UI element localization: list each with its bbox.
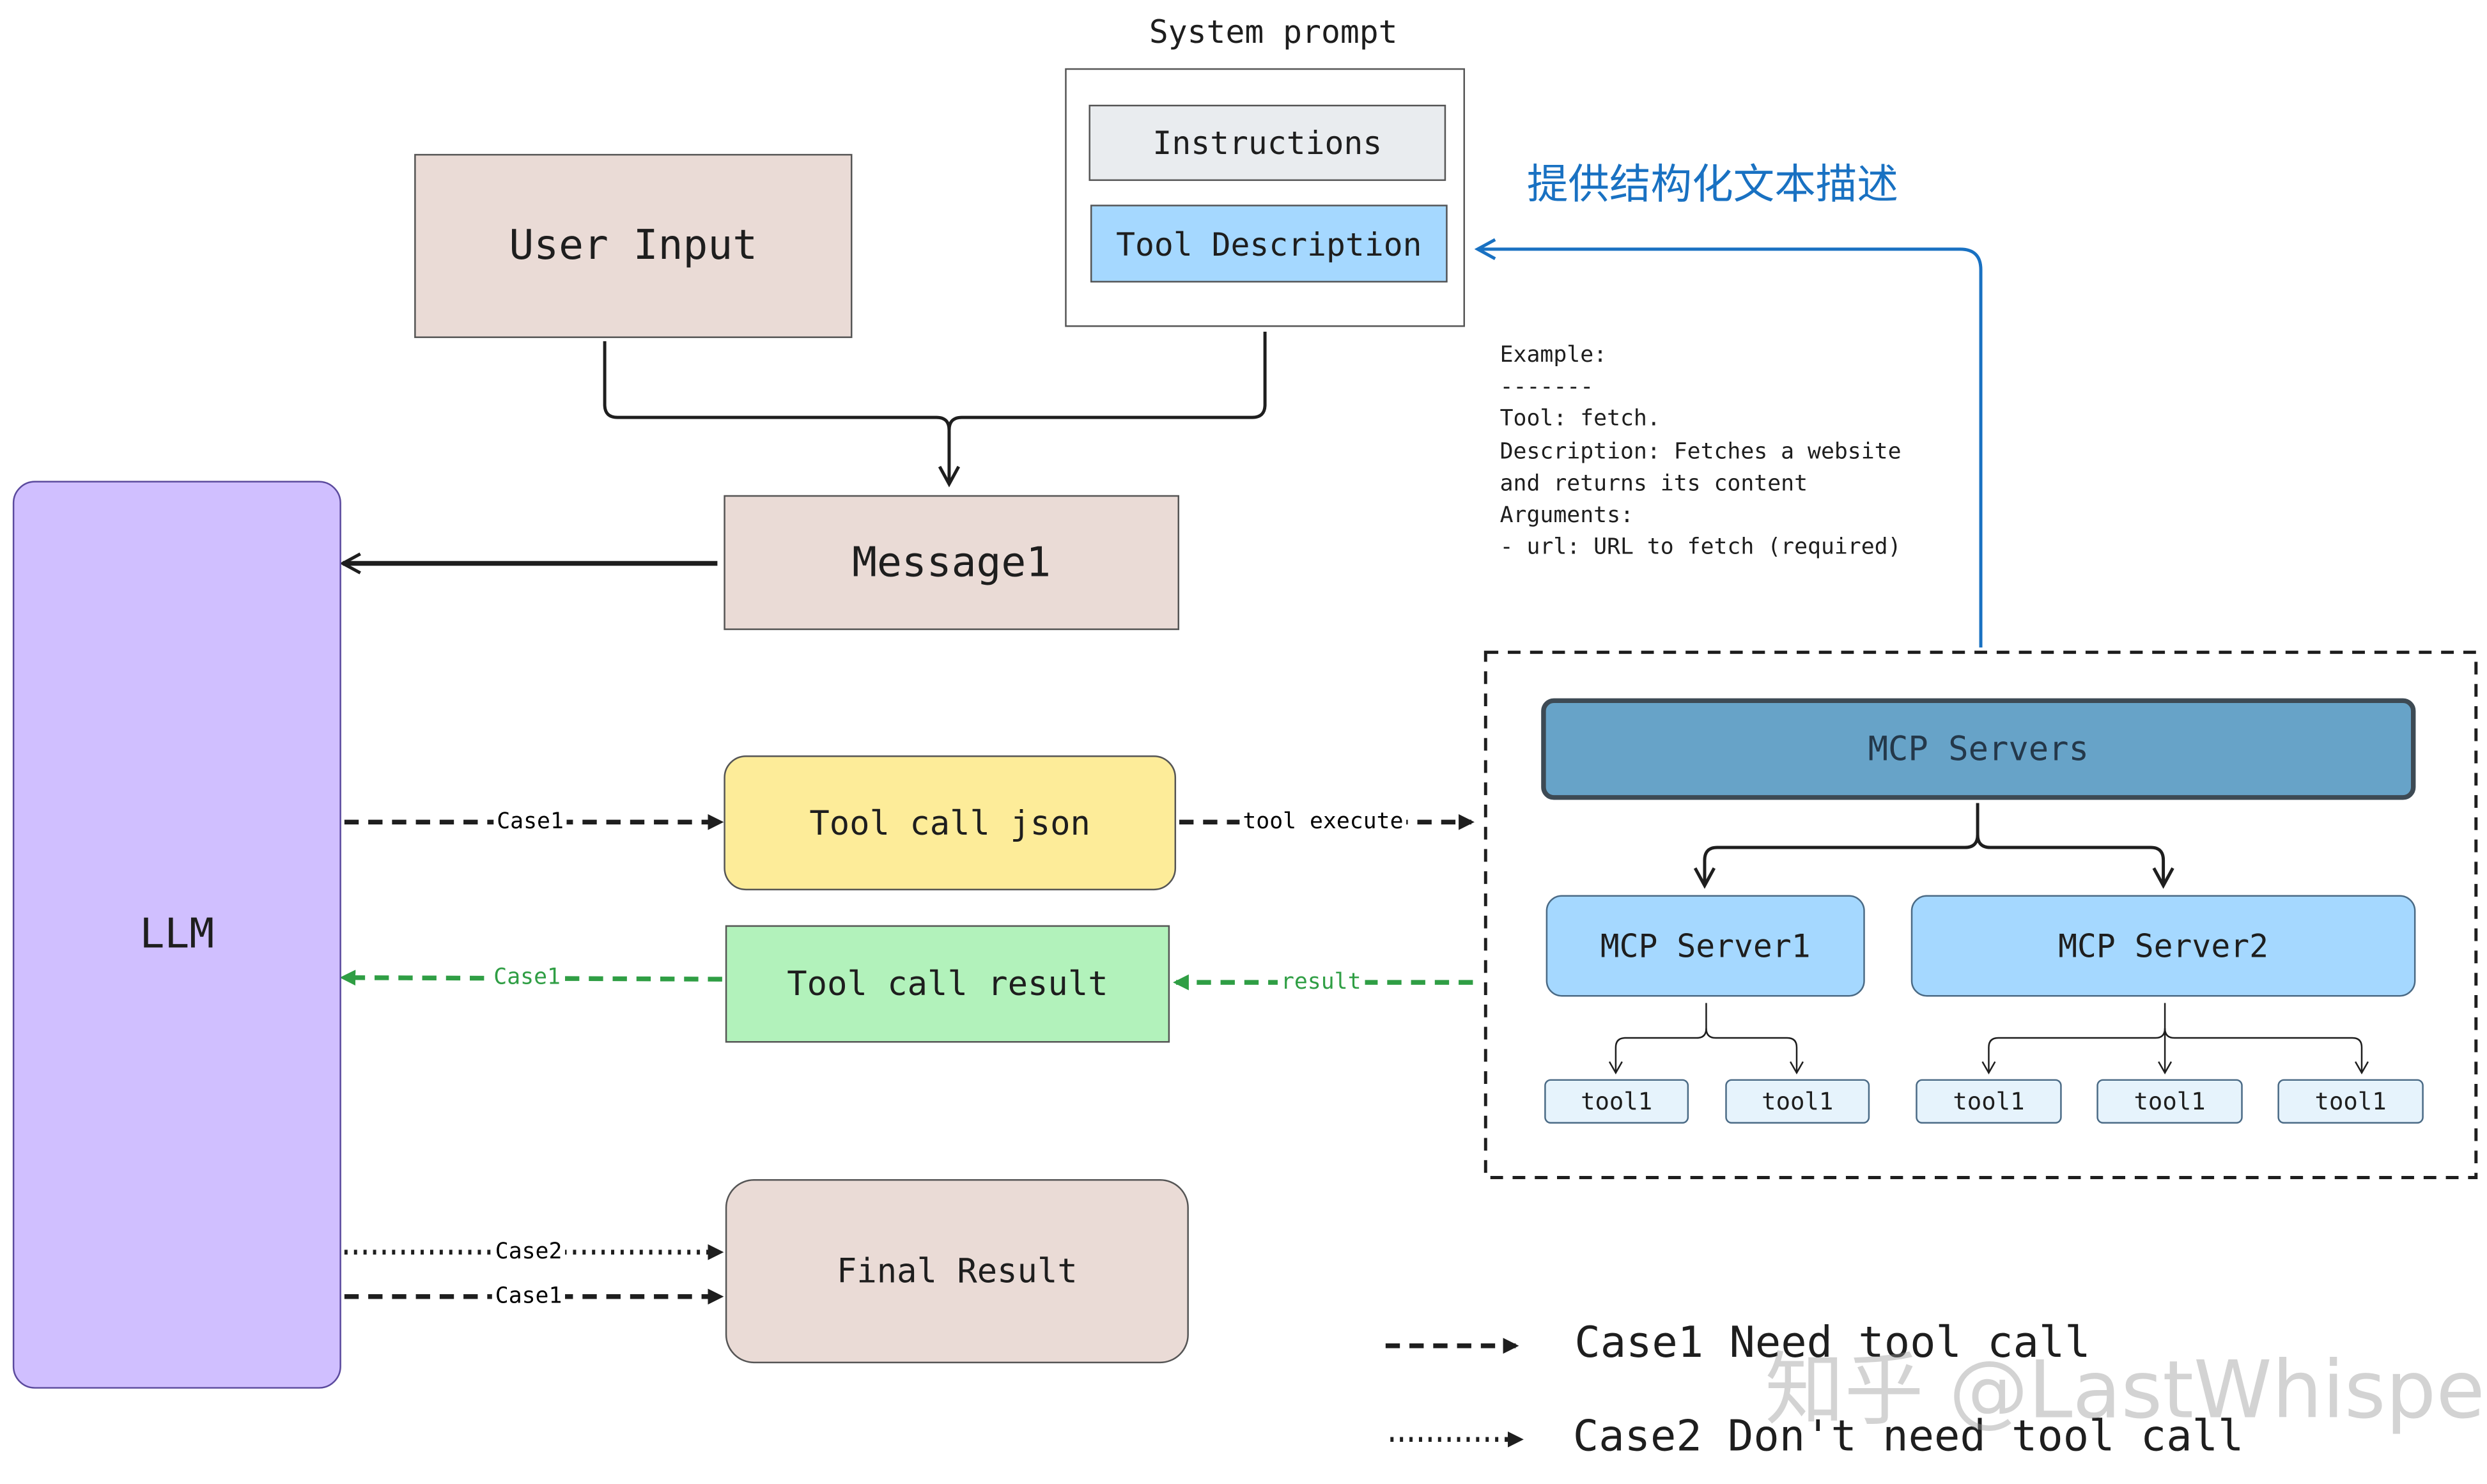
mcp-servers-branch bbox=[1705, 803, 1980, 885]
tool-example-text: Example: ------- Tool: fetch. Descriptio… bbox=[1500, 339, 1902, 564]
tool-result-to-llm-arrow bbox=[339, 970, 722, 986]
legend-case1-text: Case1 Need tool call bbox=[1574, 1318, 2091, 1368]
structured-description-annotation: 提供结构化文本描述 bbox=[1526, 162, 1898, 210]
tool-call-result-box: Tool call result bbox=[725, 925, 1170, 1043]
mcp-server1-box: MCP Server1 bbox=[1546, 895, 1865, 997]
mcp-to-tool-description-arrow bbox=[1478, 249, 1983, 648]
tool-label: tool1 bbox=[2134, 1086, 2206, 1116]
example-line: Tool: fetch. bbox=[1499, 406, 1661, 433]
example-line: - url: URL to fetch (required) bbox=[1499, 535, 1902, 561]
tool-box: tool1 bbox=[1725, 1079, 1870, 1124]
example-line: ------- bbox=[1499, 375, 1594, 401]
mcp-group-dashed-border bbox=[1484, 651, 2478, 1180]
result-label: result bbox=[1277, 970, 1365, 995]
message1-label: Message1 bbox=[852, 539, 1051, 587]
tool-label: tool1 bbox=[2314, 1086, 2387, 1116]
tool-box: tool1 bbox=[1544, 1079, 1689, 1124]
example-line: Description: Fetches a website bbox=[1499, 438, 1902, 465]
example-line: Arguments: bbox=[1499, 503, 1634, 529]
example-line: and returns its content bbox=[1499, 471, 1808, 497]
system-prompt-connector bbox=[947, 331, 1267, 431]
final-result-label: Final Result bbox=[836, 1252, 1078, 1290]
user-input-box: User Input bbox=[414, 153, 853, 338]
instructions-box: Instructions bbox=[1089, 104, 1446, 182]
mcp-servers-label: MCP Servers bbox=[1868, 730, 2089, 768]
tool-label: tool1 bbox=[1953, 1086, 2025, 1116]
tool-box: tool1 bbox=[2277, 1079, 2424, 1124]
tool-label: tool1 bbox=[1762, 1086, 1834, 1116]
case1-final-label: Case1 bbox=[492, 1283, 566, 1310]
llm-label: LLM bbox=[139, 911, 215, 959]
legend-case2-text: Case2 Don't need tool call bbox=[1572, 1412, 2244, 1462]
final-result-box: Final Result bbox=[725, 1179, 1189, 1364]
tool-description-box: Tool Description bbox=[1090, 205, 1448, 283]
mcp-server2-label: MCP Server2 bbox=[2058, 927, 2269, 965]
user-input-label: User Input bbox=[509, 222, 758, 270]
case2-final-label: Case2 bbox=[492, 1239, 566, 1265]
message1-box: Message1 bbox=[724, 495, 1180, 630]
tool-call-result-label: Tool call result bbox=[787, 964, 1108, 1003]
tool-execute-label: tool execute bbox=[1239, 809, 1407, 835]
mcp-server2-box: MCP Server2 bbox=[1910, 895, 2416, 997]
tool-call-json-box: Tool call json bbox=[724, 755, 1177, 891]
case1-call-label: Case1 bbox=[493, 809, 567, 835]
tool-box: tool1 bbox=[2096, 1079, 2243, 1124]
tool-box: tool1 bbox=[1916, 1079, 2062, 1124]
tool-label: tool1 bbox=[1581, 1086, 1653, 1116]
server1-tools-branch bbox=[1608, 1003, 1707, 1075]
instructions-label: Instructions bbox=[1152, 123, 1383, 162]
system-prompt-title: System prompt bbox=[1149, 12, 1398, 51]
mcp-server1-label: MCP Server1 bbox=[1600, 927, 1811, 965]
mcp-servers-box: MCP Servers bbox=[1541, 698, 2416, 800]
user-input-connector bbox=[603, 341, 949, 484]
llm-box: LLM bbox=[12, 481, 341, 1389]
case1-result-label: Case1 bbox=[490, 964, 564, 991]
tool-description-label: Tool Description bbox=[1116, 224, 1422, 263]
tool-call-json-label: Tool call json bbox=[809, 803, 1090, 842]
example-line: Example: bbox=[1499, 343, 1608, 369]
